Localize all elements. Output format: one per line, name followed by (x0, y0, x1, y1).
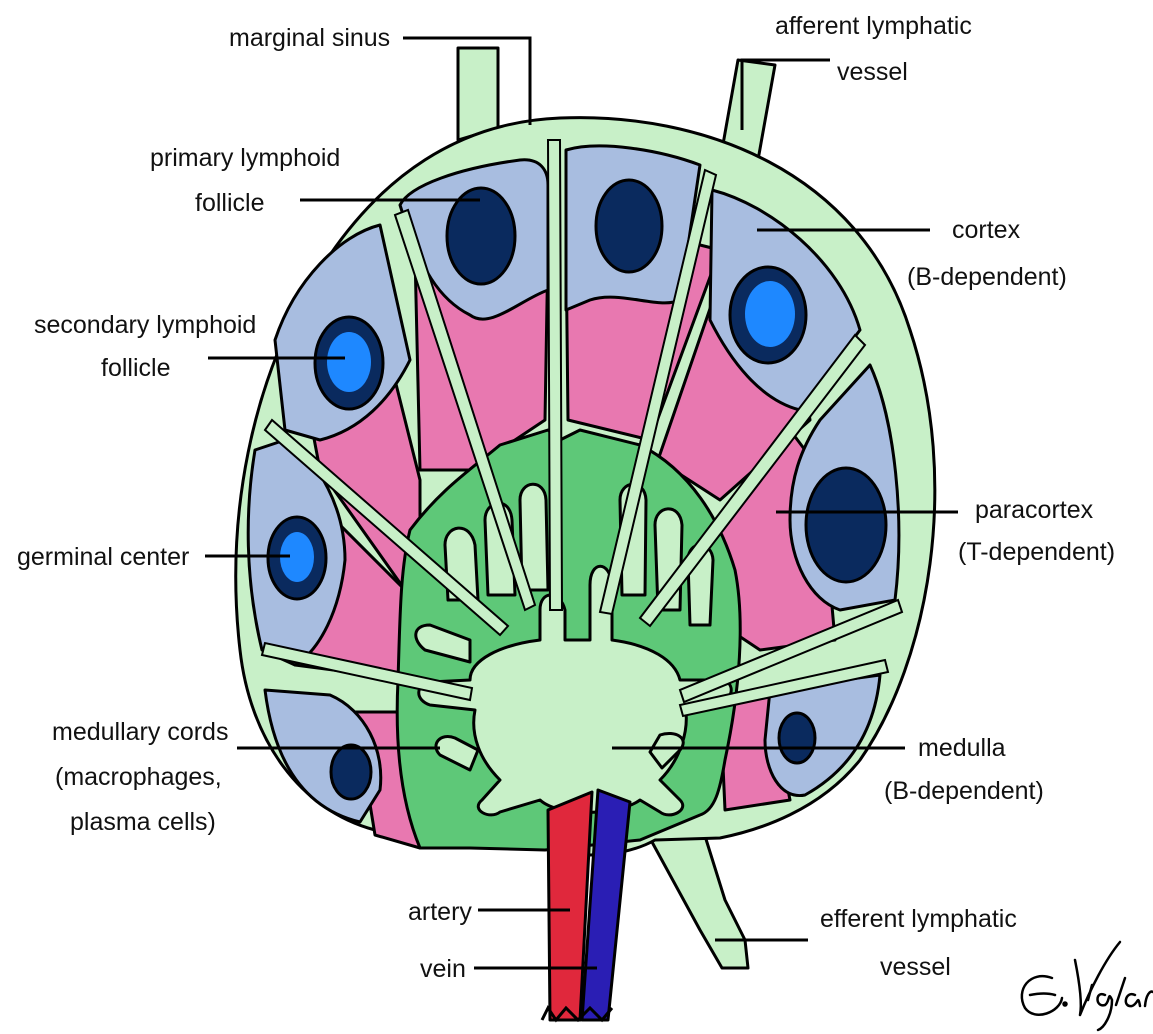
label-cortex-line2: (B-dependent) (907, 263, 1067, 291)
label-cords-line3: plasma cells) (70, 808, 216, 836)
label-cords-line2: (macrophages, (55, 763, 222, 791)
primary-follicle (596, 180, 662, 272)
artist-signature (1022, 942, 1153, 1030)
label-medulla-line2: (B-dependent) (884, 777, 1044, 805)
primary-follicle (331, 745, 371, 799)
germinal-center (745, 281, 795, 347)
label-paracortex-line1: paracortex (975, 496, 1094, 524)
label-efferent-line1: efferent lymphatic (820, 905, 1017, 933)
label-paracortex-line2: (T-dependent) (958, 538, 1115, 566)
label-afferent-line2: vessel (837, 58, 908, 86)
germinal-center (327, 332, 371, 392)
trabecula (548, 140, 562, 610)
label-marginal-sinus: marginal sinus (229, 24, 390, 52)
label-primary-line2: follicle (195, 189, 264, 217)
label-cords-line1: medullary cords (52, 718, 228, 746)
primary-follicle (806, 468, 886, 582)
label-cortex-line1: cortex (952, 216, 1021, 244)
efferent-lymphatic-vessel (640, 820, 748, 968)
label-primary-line1: primary lymphoid (150, 144, 340, 172)
label-efferent-line2: vessel (880, 953, 951, 981)
label-artery: artery (408, 898, 472, 926)
label-afferent-line1: afferent lymphatic (775, 12, 972, 40)
afferent-vessel-left (458, 48, 498, 140)
primary-follicle (779, 713, 815, 763)
label-medulla-line1: medulla (918, 734, 1006, 762)
label-secondary-line1: secondary lymphoid (34, 311, 256, 339)
label-germinal-center: germinal center (17, 543, 189, 571)
primary-follicle (447, 188, 515, 284)
label-vein: vein (420, 955, 466, 983)
label-secondary-line2: follicle (101, 354, 170, 382)
